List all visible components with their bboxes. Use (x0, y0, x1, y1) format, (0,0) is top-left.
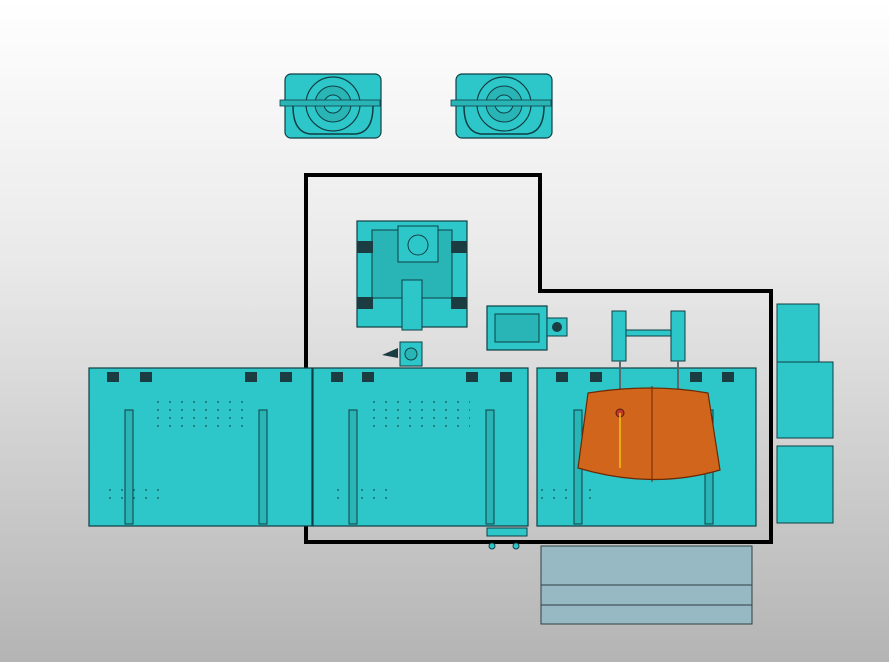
side-cabinets[interactable] (776, 303, 834, 524)
bottom-platform[interactable] (540, 545, 753, 625)
fixture-table-2[interactable] (312, 367, 529, 527)
highlighted-workpiece[interactable] (577, 386, 721, 482)
small-actuator[interactable] (486, 305, 568, 351)
lift-frame[interactable] (611, 310, 686, 400)
cell-boundary-outline (304, 173, 773, 544)
top-right-motor-unit[interactable] (450, 73, 553, 139)
top-left-motor-unit[interactable] (279, 73, 382, 139)
cable-connector (486, 527, 528, 550)
gearbox-assembly[interactable] (356, 220, 468, 367)
fixture-table-1[interactable] (88, 367, 313, 527)
